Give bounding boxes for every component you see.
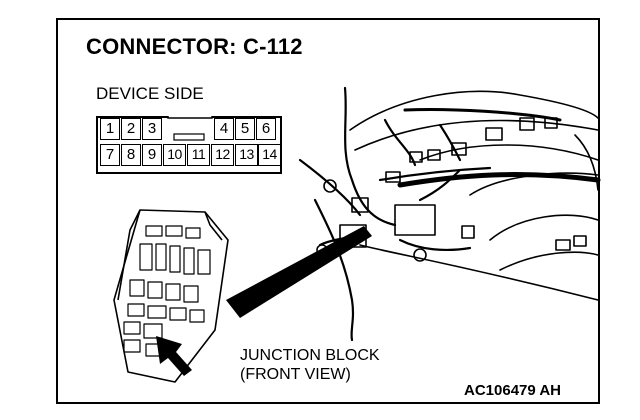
dashboard-outline [349, 90, 599, 301]
pin-7: 7 [100, 144, 120, 166]
pin-3: 3 [142, 118, 162, 140]
junction-block-label: JUNCTION BLOCK (FRONT VIEW) [240, 346, 380, 384]
junction-block-label-line1: JUNCTION BLOCK [240, 347, 380, 364]
pin-12: 12 [211, 144, 234, 166]
pointer-arrow [156, 336, 192, 376]
leader-wedge [226, 226, 372, 318]
pin-9: 9 [142, 144, 162, 166]
junction-block [113, 209, 229, 383]
pin-13: 13 [235, 144, 258, 166]
wire-harness [298, 86, 492, 342]
pin-8: 8 [121, 144, 141, 166]
connector-latch [167, 116, 213, 119]
connector-outline [96, 116, 282, 174]
pin-2: 2 [121, 118, 141, 140]
pin-14: 14 [258, 144, 281, 166]
connector-pin-layout: 1 2 3 4 5 6 7 8 9 10 11 12 13 14 [96, 116, 282, 174]
pin-10: 10 [163, 144, 186, 166]
pin-4: 4 [214, 118, 234, 140]
connector-key [173, 133, 205, 141]
figure-code: AC106479 AH [464, 382, 561, 399]
pin-6: 6 [256, 118, 276, 140]
diagram-frame [56, 18, 600, 404]
main-cable [397, 172, 601, 188]
pin-11: 11 [187, 144, 210, 166]
junction-block-label-line2: (FRONT VIEW) [240, 366, 351, 383]
connector-title: CONNECTOR: C-112 [86, 34, 303, 59]
device-side-label: DEVICE SIDE [96, 84, 204, 103]
pin-1: 1 [100, 118, 120, 140]
pin-5: 5 [235, 118, 255, 140]
